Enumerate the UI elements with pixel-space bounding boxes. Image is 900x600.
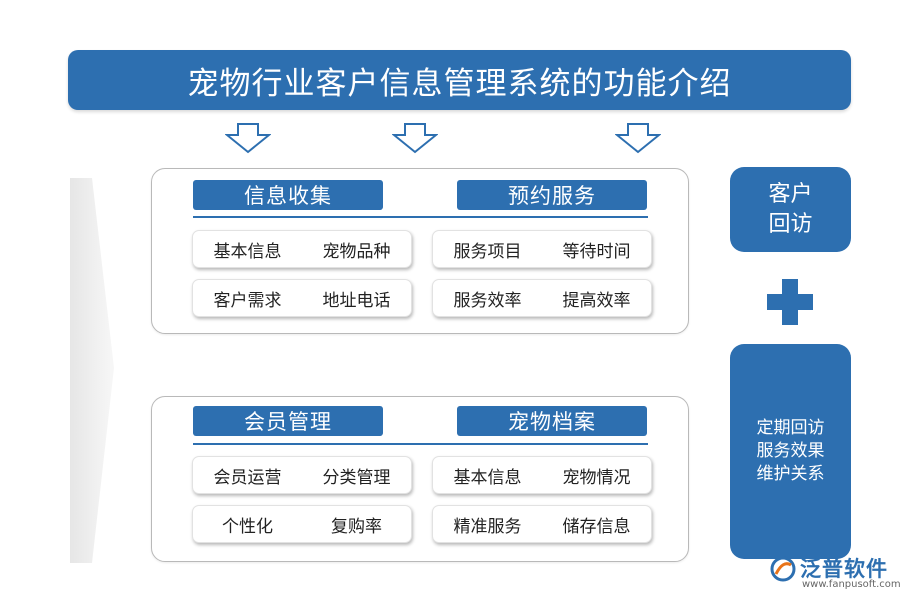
list-item: 精准服务储存信息 [432, 505, 652, 543]
customer-revisit-line: 回访 [768, 211, 813, 237]
list-item: 服务项目等待时间 [432, 230, 652, 268]
list-item: 基本信息宠物情况 [432, 456, 652, 494]
revisit-effect-box: 定期回访 服务效果 维护关系 [730, 344, 851, 559]
customer-revisit-box: 客户 回访 [730, 167, 851, 252]
page-title: 宠物行业客户信息管理系统的功能介绍 [68, 50, 851, 110]
side-arrow-icon [70, 178, 114, 563]
logo-icon [770, 556, 796, 582]
down-arrow-icon [392, 123, 438, 154]
divider [193, 216, 648, 218]
down-arrow-icon [225, 123, 271, 154]
header-booking-service: 预约服务 [457, 180, 647, 210]
down-arrow-icon [615, 123, 661, 154]
header-member-management: 会员管理 [193, 406, 383, 436]
list-item: 个性化复购率 [192, 505, 412, 543]
list-item: 服务效率提高效率 [432, 279, 652, 317]
list-item: 客户需求地址电话 [192, 279, 412, 317]
list-item: 会员运营分类管理 [192, 456, 412, 494]
logo-name: 泛普软件 [800, 557, 888, 581]
plus-icon [767, 279, 813, 325]
divider [193, 443, 648, 445]
revisit-effect-line: 维护关系 [756, 464, 825, 484]
revisit-effect-line: 服务效果 [756, 441, 825, 461]
revisit-effect-line: 定期回访 [756, 418, 825, 438]
logo-url: www.fanpusoft.com [802, 579, 900, 590]
header-info-collection: 信息收集 [193, 180, 383, 210]
header-pet-archive: 宠物档案 [457, 406, 647, 436]
list-item: 基本信息宠物品种 [192, 230, 412, 268]
customer-revisit-line: 客户 [768, 181, 813, 207]
